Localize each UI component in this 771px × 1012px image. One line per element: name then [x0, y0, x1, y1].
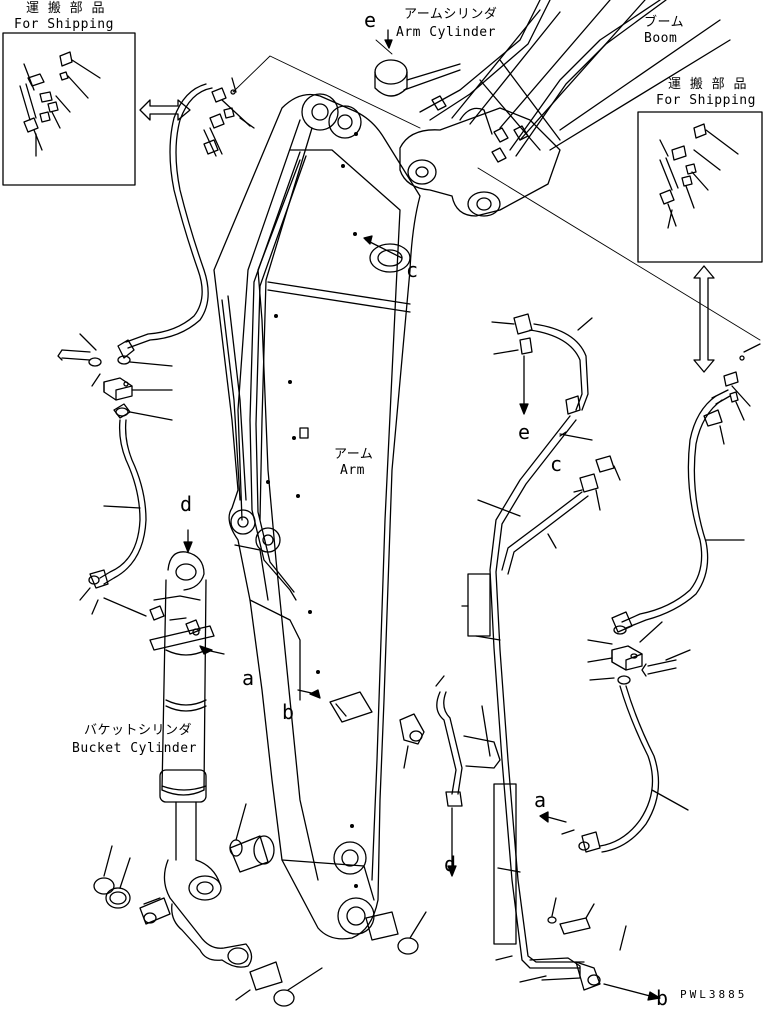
bucket-cylinder [150, 552, 252, 967]
drawing-code: PWL3885 [680, 988, 748, 1001]
right-piping [400, 314, 660, 1000]
boom-assembly [375, 0, 730, 216]
callout-e-top: e [364, 8, 377, 32]
arm-cylinder-label-jp: アームシリンダ [404, 7, 498, 22]
shipping-label-left-jp: 運 搬 部 品 [26, 1, 105, 16]
boom-label-jp: ブーム [644, 15, 685, 30]
bucket-cylinder-label-jp: バケットシリンダ [84, 723, 193, 738]
callout-a-cylinder: a [242, 666, 255, 690]
callout-d-right: d [444, 852, 457, 876]
callout-a-right: a [534, 788, 547, 812]
arm-label-jp: アーム [334, 447, 374, 462]
right-hose [562, 344, 760, 852]
leader-lines-top [233, 40, 760, 340]
direction-arrows [184, 30, 566, 822]
left-hose-lower [80, 420, 146, 616]
callout-b-arm: b [282, 700, 295, 724]
boom-label-en: Boom [644, 31, 678, 46]
bucket-cylinder-label-en: Bucket Cylinder [72, 741, 197, 756]
callout-c-arm: c [406, 258, 419, 282]
arm-cylinder-label-en: Arm Cylinder [396, 25, 496, 40]
arm-body [214, 94, 420, 939]
callout-e-right: e [518, 420, 531, 444]
left-hose-upper [118, 78, 254, 364]
shipping-label-right-jp: 運 搬 部 品 [668, 77, 747, 92]
shipping-label-right-en: For Shipping [656, 93, 756, 108]
double-arrow-left [140, 100, 190, 120]
left-clamp-block [58, 334, 172, 420]
shipping-label-left-en: For Shipping [14, 17, 114, 32]
bucket-pins [94, 804, 426, 1006]
shipping-box-right-parts [638, 112, 762, 262]
double-arrow-right [694, 266, 714, 372]
callout-b-right: b [656, 986, 669, 1010]
shipping-box-left-parts [3, 33, 135, 185]
callout-d-cylinder: d [180, 492, 193, 516]
arm-label-en: Arm [340, 463, 365, 478]
callout-c-right: c [550, 452, 563, 476]
